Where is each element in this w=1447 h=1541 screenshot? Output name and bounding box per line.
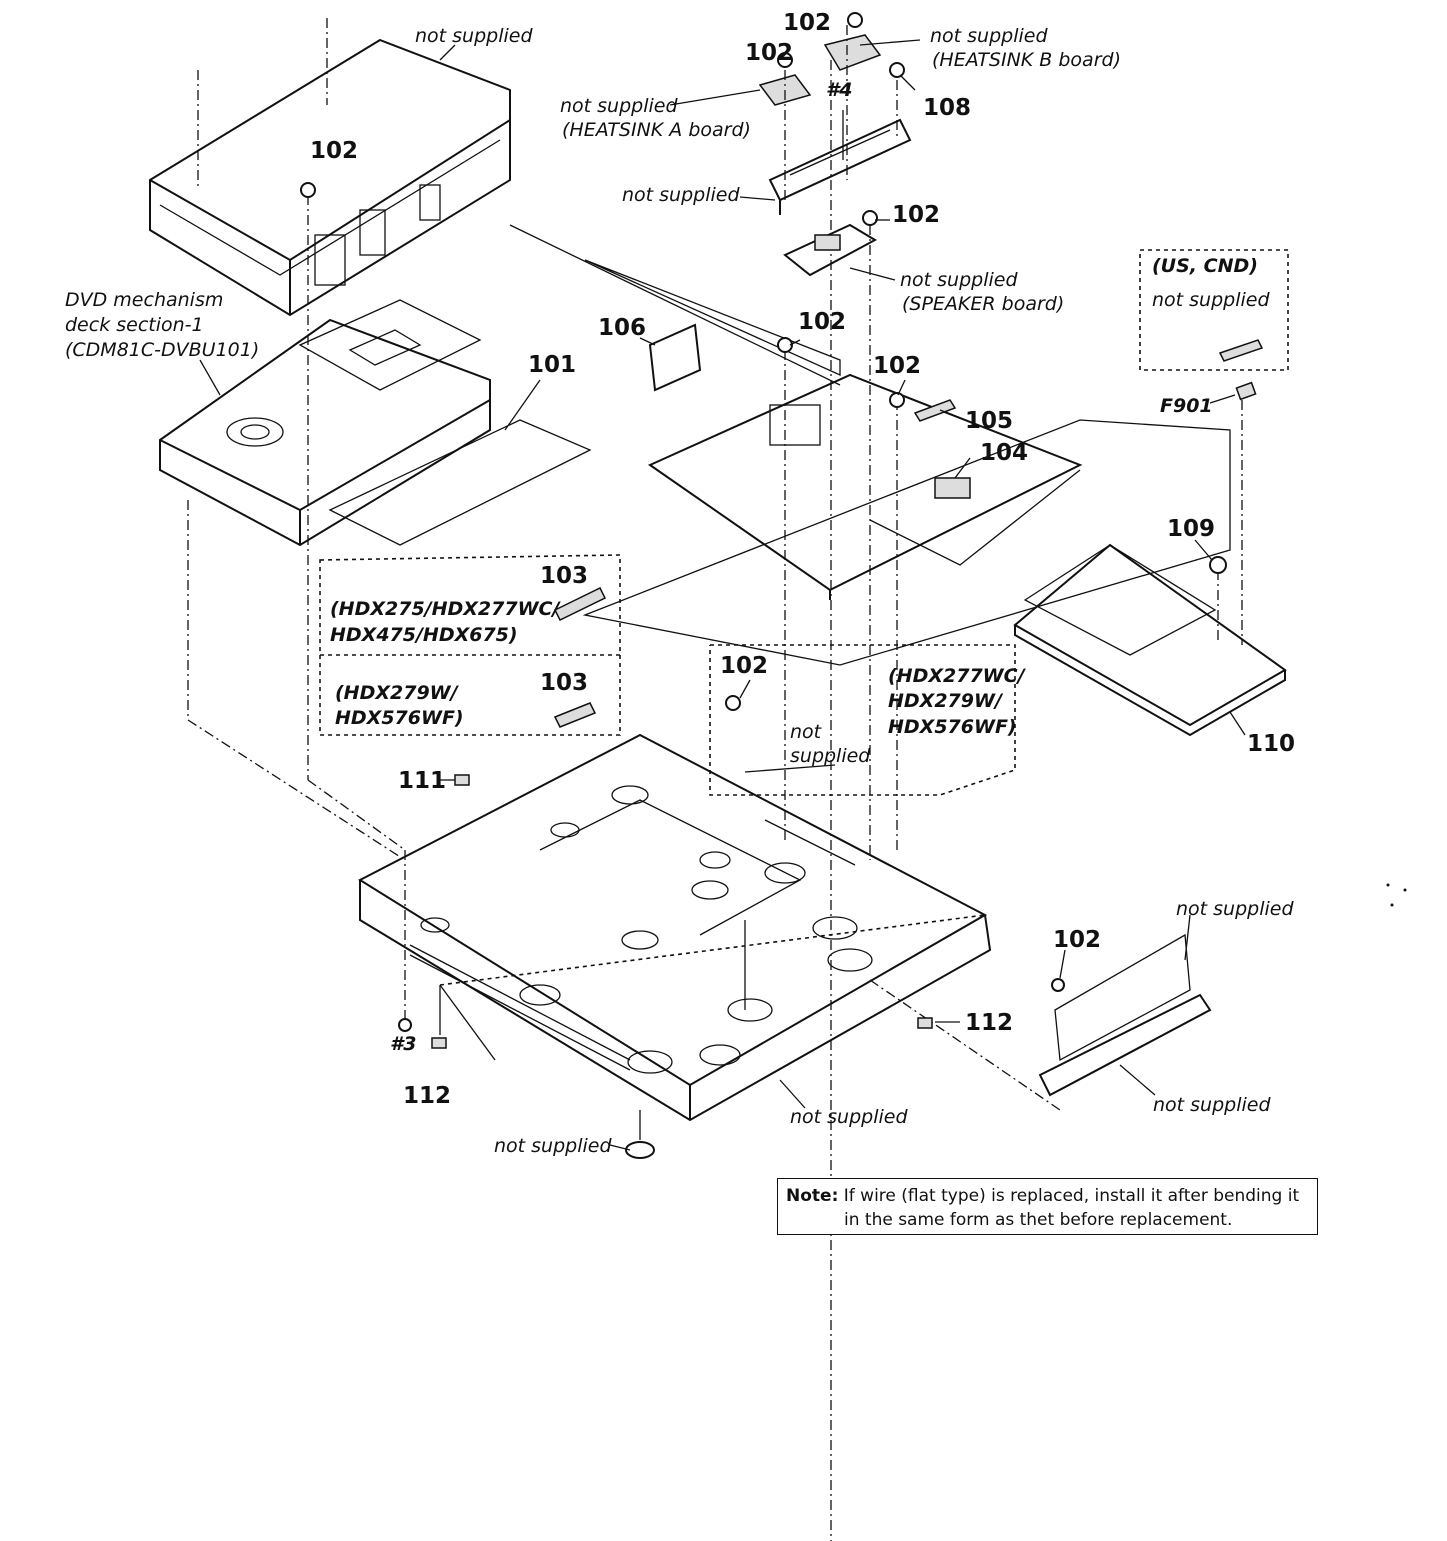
label-not: not [790,721,823,743]
label-112-left: 112 [403,1083,451,1109]
note-line1: If wire (flat type) is replaced, install… [843,1186,1300,1206]
fuse-label [1218,339,1264,362]
note-box: Note: If wire (flat type) is replaced, i… [777,1178,1318,1235]
top-cover [149,18,511,317]
model-group-box-right [709,644,1016,796]
label-us-cnd: (US, CND) [1152,255,1258,277]
label-speaker-board: (SPEAKER board) [902,293,1064,315]
label-not-supplied-speaker: not supplied [900,269,1018,291]
screw-102-main-b [889,392,905,408]
flat-wire-103-a [553,586,607,622]
label-models-2a: (HDX279W/ [335,682,460,704]
label-dvd-line2: deck section-1 [65,314,204,336]
label-110: 110 [1247,731,1295,757]
rear-bracket [1038,933,1212,1097]
label-f901: F901 [1160,395,1213,417]
heatsink-bracket [758,25,912,215]
dvd-mechanism-deck [159,299,592,547]
speaker-board [783,223,878,860]
label-screw-3: #3 [390,1033,416,1055]
screw-102-main-a [777,337,793,353]
label-103-b: 103 [540,670,588,696]
screw-102-heatsink-b [847,12,863,28]
screw-102-rear [1051,978,1065,992]
flat-wire-103-b [553,702,597,728]
power-board [1013,400,1287,737]
screw-108 [889,62,905,78]
flat-wire-105 [913,399,957,422]
label-not-supplied-heatsink-a: not supplied [560,95,678,117]
label-102-heatsink-b: 102 [783,10,831,36]
main-board [509,224,1231,850]
label-dvd-line3: (CDM81C-DVBU101) [65,339,259,361]
part-112-left [431,1037,447,1049]
label-not-supplied-bracket: not supplied [622,184,740,206]
label-106: 106 [598,315,646,341]
chassis [187,195,1061,1140]
foot-not-supplied [625,1141,655,1159]
label-105: 105 [965,408,1013,434]
label-not-supplied-cover: not supplied [415,25,533,47]
label-not-supplied-fuse: not supplied [1152,289,1270,311]
label-not-supplied-chassis: not supplied [790,1106,908,1128]
label-not-supplied-rear-bottom: not supplied [1153,1094,1271,1116]
label-models-2b: HDX576WF) [335,707,464,729]
label-heatsink-b: (HEATSINK B board) [932,49,1121,71]
label-102-bracket: 102 [720,653,768,679]
screw-102-heatsink-a [777,52,793,68]
screw-102-speaker [862,210,878,226]
screw-102-bracket [725,695,741,711]
label-supplied: supplied [790,745,871,767]
screw-3 [398,1018,412,1032]
label-models-1b: HDX475/HDX675) [330,624,518,646]
label-not-supplied-rear-top: not supplied [1176,898,1294,920]
part-111 [454,774,470,786]
label-models-3b: HDX279W/ [888,690,1004,712]
screw-102-cover [300,182,316,198]
label-models-3a: (HDX277WC/ [888,665,1027,687]
part-112-right [917,1017,933,1029]
label-not-supplied-heatsink-b: not supplied [930,25,1048,47]
note-line2: in the same form as thet before replacem… [844,1210,1233,1230]
label-101: 101 [528,352,576,378]
label-screw-4: #4 [826,79,852,101]
label-103-a: 103 [540,563,588,589]
label-102-rear: 102 [1053,927,1101,953]
label-102-main-a: 102 [798,309,846,335]
label-109: 109 [1167,516,1215,542]
label-models-3c: HDX576WF) [888,716,1017,738]
us-cnd-box [1139,249,1289,371]
label-108: 108 [923,95,971,121]
label-not-supplied-foot: not supplied [494,1135,612,1157]
label-102-heatsink-a: 102 [745,40,793,66]
note-head: Note: [786,1186,839,1206]
label-112-right: 112 [965,1010,1013,1036]
screw-109 [1209,556,1227,574]
label-111: 111 [398,768,446,794]
model-group-box-left [319,554,621,736]
label-102-main-b: 102 [873,353,921,379]
label-104: 104 [980,440,1028,466]
label-heatsink-a: (HEATSINK A board) [562,119,751,141]
fuse-f901 [1235,381,1257,401]
label-models-1a: (HDX275/HDX277WC/ [330,598,561,620]
label-102-cover: 102 [310,138,358,164]
label-dvd-line1: DVD mechanism [65,289,223,311]
label-102-speaker: 102 [892,202,940,228]
